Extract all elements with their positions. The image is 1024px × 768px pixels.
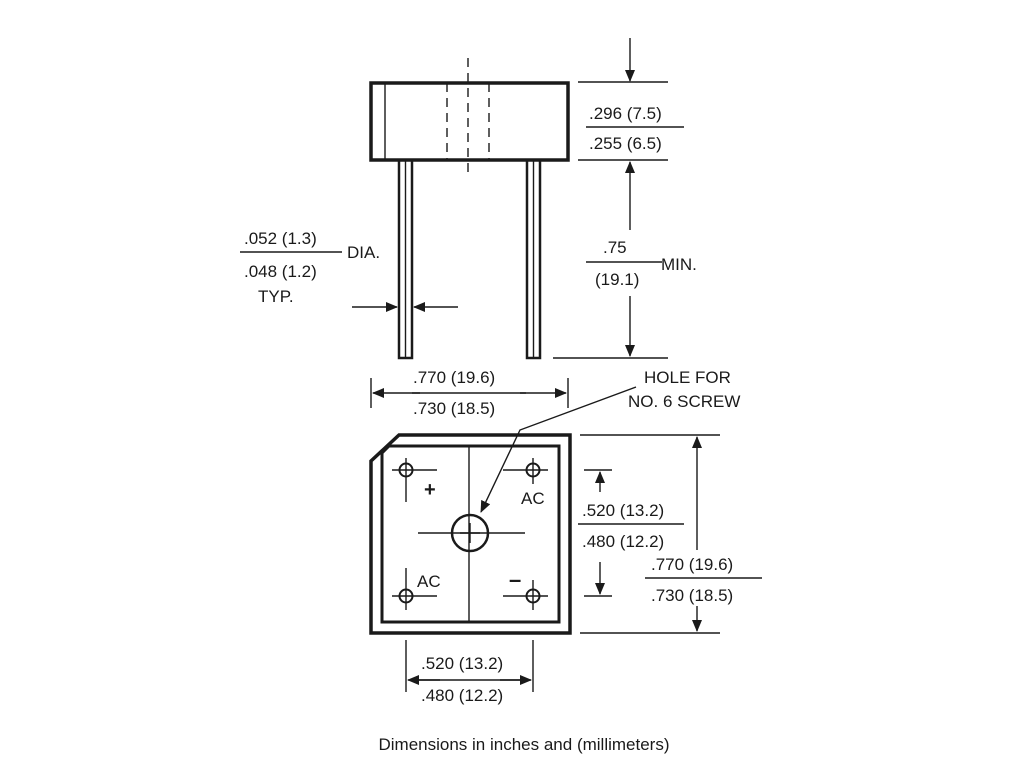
terminal-minus-label: –	[509, 567, 521, 592]
outer-vertical-min: .730 (18.5)	[651, 586, 733, 605]
lead-length-min: (19.1)	[595, 270, 639, 289]
lead-diameter-min: .048 (1.2)	[244, 262, 317, 281]
lead-length-note: MIN.	[661, 255, 697, 274]
inner-horizontal-max: .520 (13.2)	[421, 654, 503, 673]
hole-label-line2: NO. 6 SCREW	[628, 392, 740, 411]
package-outline-outer	[369, 433, 572, 635]
outer-vertical-max: .770 (19.6)	[651, 555, 733, 574]
hole-leader-line	[480, 386, 637, 513]
inner-vertical-max: .520 (13.2)	[582, 501, 664, 520]
lead-spacing-min: .730 (18.5)	[413, 399, 495, 418]
package-body	[369, 81, 570, 162]
hole-label-line1: HOLE FOR	[644, 368, 731, 387]
lead-diameter-note: TYP.	[258, 287, 294, 306]
lead-length-max: .75	[603, 238, 627, 257]
inner-vertical-min: .480 (12.2)	[582, 532, 664, 551]
terminal-ac-top-label: AC	[521, 489, 545, 508]
side-view: .296 (7.5) .255 (6.5) .75 (19.1) MIN. .0…	[240, 38, 697, 418]
caption: Dimensions in inches and (millimeters)	[379, 735, 670, 754]
terminal-plus-label: +	[424, 479, 436, 501]
body-height-max: .296 (7.5)	[589, 104, 662, 123]
center-screw-hole	[450, 513, 490, 553]
lead-spacing-max: .770 (19.6)	[413, 368, 495, 387]
inner-horizontal-min: .480 (12.2)	[421, 686, 503, 705]
lead-diameter-suffix: DIA.	[347, 243, 380, 262]
lead-diameter-max: .052 (1.3)	[244, 229, 317, 248]
terminal-ac-bottom-label: AC	[417, 572, 441, 591]
body-height-min: .255 (6.5)	[589, 134, 662, 153]
bottom-view: + AC AC – HOLE FOR NO. 6 SCREW .520 (13.…	[369, 368, 762, 705]
package-outline-inner	[380, 444, 561, 624]
